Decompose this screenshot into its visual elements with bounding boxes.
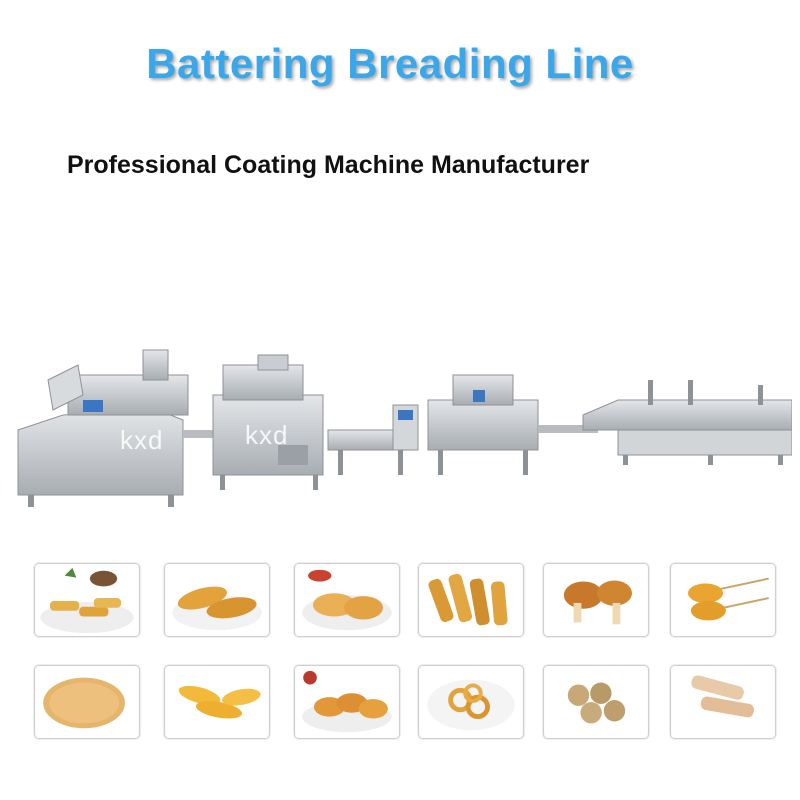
watermark: kxd [120, 425, 164, 455]
battered-fish-fillets-icon [295, 564, 399, 636]
food-thumbnail [164, 665, 270, 739]
food-thumbnail [418, 665, 524, 739]
fried-lotus-root-icon [544, 666, 648, 738]
crumbed-chicken-strips-icon [671, 666, 775, 738]
chicken-tenders-icon [165, 666, 269, 738]
crispy-chicken-fillets-icon [165, 564, 269, 636]
page-title: Battering Breading Line [146, 40, 634, 87]
forming-machine [17, 349, 189, 507]
corn-dog-skewers-icon [671, 564, 775, 636]
breaded-cutlet-icon [35, 666, 139, 738]
battering-breading-line-image [17, 349, 792, 507]
continuous-fryer [582, 380, 792, 465]
food-thumbnail [34, 563, 140, 637]
breading-machine [212, 354, 324, 490]
fried-shrimp-icon [295, 666, 399, 738]
page-subtitle: Professional Coating Machine Manufacture… [67, 151, 590, 179]
food-thumbnail [294, 665, 400, 739]
breaded-fish-fingers-icon [419, 564, 523, 636]
food-thumbnail [164, 563, 270, 637]
onion-rings-icon [419, 666, 523, 738]
fried-fish-sticks-plate-icon [35, 564, 139, 636]
food-thumbnail [34, 665, 140, 739]
conveyor-control [327, 404, 419, 475]
food-thumbnail [543, 665, 649, 739]
battering-machine [427, 374, 598, 475]
food-thumbnail [670, 665, 776, 739]
food-thumbnail [294, 563, 400, 637]
food-thumbnail [543, 563, 649, 637]
fried-chicken-drumsticks-icon [544, 564, 648, 636]
food-thumbnail [418, 563, 524, 637]
food-thumbnail [670, 563, 776, 637]
watermark: kxd [245, 420, 289, 450]
